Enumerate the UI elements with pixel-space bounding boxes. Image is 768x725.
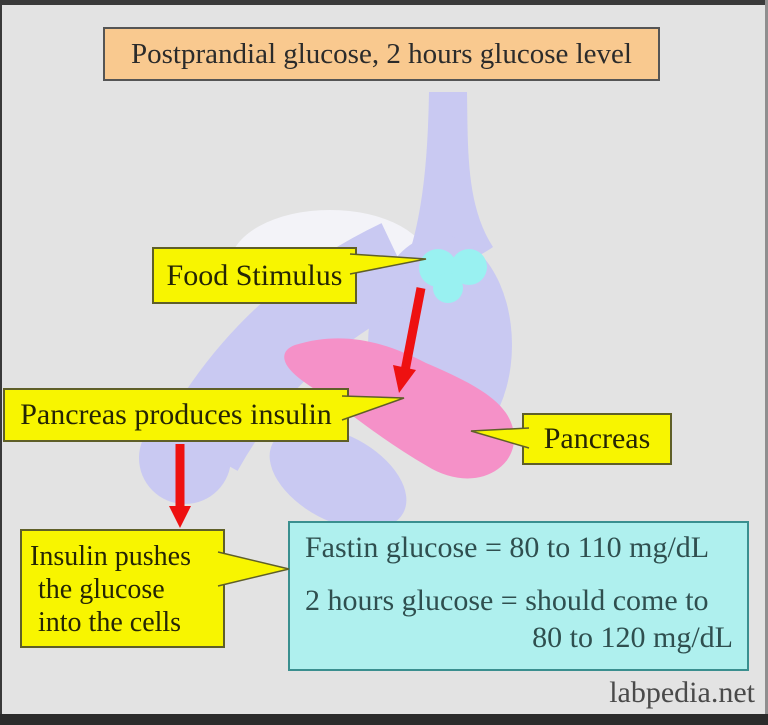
frame-right-edge <box>765 0 768 725</box>
food-bolus-lobe <box>433 273 463 303</box>
callout-insulin-line-2: the glucose <box>38 574 165 605</box>
food-bolus <box>419 249 487 303</box>
two-hour-glucose-value-line1: 2 hours glucose = should come to <box>305 584 709 617</box>
callout-insulin-pushes: Insulin pushes the glucose into the cell… <box>20 529 225 648</box>
callout-pancreas-produces-insulin: Pancreas produces insulin <box>3 388 349 442</box>
glucose-values-box: Fastin glucose = 80 to 110 mg/dL 2 hours… <box>288 521 749 671</box>
watermark: labpedia.net <box>609 676 755 709</box>
frame-left-edge <box>0 0 2 725</box>
callout-insulin-line-3: into the cells <box>38 607 182 638</box>
callout-pancreas-produces-insulin-label: Pancreas produces insulin <box>20 398 332 431</box>
stomach-esophagus-shape <box>407 92 493 266</box>
two-hour-glucose-value-line2: 80 to 120 mg/dL <box>532 621 733 654</box>
frame-bottom-edge <box>0 714 768 725</box>
frame-top-edge <box>0 0 768 5</box>
duodenum-shape <box>269 426 407 530</box>
callout-food-stimulus-label: Food Stimulus <box>166 258 343 292</box>
callout-pancreas: Pancreas <box>522 413 672 465</box>
fasting-glucose-value: Fastin glucose = 80 to 110 mg/dL <box>305 531 710 564</box>
page-title: Postprandial glucose, 2 hours glucose le… <box>131 37 632 70</box>
callout-insulin-line-1: Insulin pushes <box>30 541 191 572</box>
callout-pancreas-label: Pancreas <box>543 422 651 455</box>
title-box: Postprandial glucose, 2 hours glucose le… <box>103 27 660 81</box>
callout-food-stimulus: Food Stimulus <box>152 247 357 304</box>
food-bolus-lobe <box>451 249 487 285</box>
